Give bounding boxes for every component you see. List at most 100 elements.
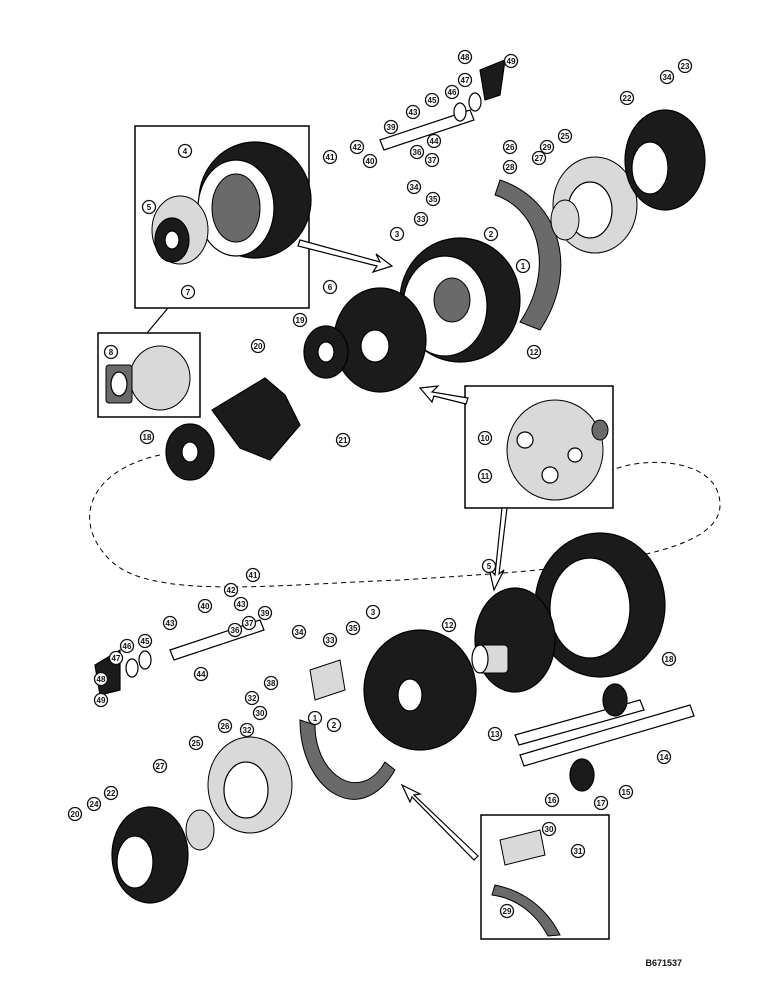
callout-label: 34 <box>295 628 304 637</box>
callout-c-21a: 21 <box>335 432 351 448</box>
callout-label: 33 <box>326 636 335 645</box>
callout-c-6a: 6 <box>322 279 338 295</box>
callout-label: 43 <box>237 600 246 609</box>
callout-label: 20 <box>254 342 263 351</box>
callout-c-37a: 37 <box>424 152 440 168</box>
callout-bubble <box>487 726 503 742</box>
callout-bubble <box>541 821 557 837</box>
callout-bubble <box>307 710 323 726</box>
callout-c-20b: 20 <box>67 806 83 822</box>
callout-label: 39 <box>261 609 270 618</box>
callout-bubble <box>656 749 672 765</box>
callout-bubble <box>162 615 178 631</box>
callout-label: 28 <box>506 163 515 172</box>
callout-c-47b: 47 <box>108 650 124 666</box>
callout-c-40b: 40 <box>197 598 213 614</box>
callout-c-35b: 35 <box>345 620 361 636</box>
callout-bubble <box>67 806 83 822</box>
callout-label: 15 <box>622 788 631 797</box>
callout-label: 27 <box>156 762 165 771</box>
callout-c-46a: 46 <box>444 84 460 100</box>
callout-label: 25 <box>561 132 570 141</box>
callout-c-41a: 41 <box>322 149 338 165</box>
callout-bubble <box>424 92 440 108</box>
callout-c-7a: 7 <box>180 284 196 300</box>
callout-label: 32 <box>243 726 252 735</box>
inset-frame-planet-carrier <box>464 385 614 509</box>
callout-bubble <box>137 633 153 649</box>
callout-label: 44 <box>197 670 206 679</box>
callout-c-31a: 31 <box>570 843 586 859</box>
callout-label: 37 <box>245 619 254 628</box>
callout-bubble <box>477 468 493 484</box>
callout-c-23a: 23 <box>677 58 693 74</box>
callout-c-24a: 24 <box>86 796 102 812</box>
callout-bubble <box>557 128 573 144</box>
callout-bubble <box>677 58 693 74</box>
clutch-drum-inset-part-4 <box>197 141 312 259</box>
callout-label: 49 <box>97 696 106 705</box>
callout-label: 39 <box>387 123 396 132</box>
callout-bubble <box>291 624 307 640</box>
callout-c-20a: 20 <box>250 338 266 354</box>
callout-label: 48 <box>97 675 106 684</box>
dashed-assembly-loop <box>89 454 721 588</box>
callout-label: 37 <box>428 156 437 165</box>
callout-c-8a: 8 <box>103 344 119 360</box>
callout-bubble <box>426 133 442 149</box>
callout-bubble <box>659 69 675 85</box>
arrow-band-to-assembly <box>400 783 479 861</box>
callout-c-3b: 3 <box>365 604 381 620</box>
callout-bubble <box>322 279 338 295</box>
callout-bubble <box>152 758 168 774</box>
callout-bubble <box>322 149 338 165</box>
callout-label: 35 <box>429 195 438 204</box>
callout-c-25b: 25 <box>188 735 204 751</box>
callout-label: 20 <box>71 810 80 819</box>
callout-label: 21 <box>339 436 348 445</box>
callout-label: 31 <box>574 847 583 856</box>
callout-c-44a: 44 <box>426 133 442 149</box>
callout-label: 40 <box>201 602 210 611</box>
callout-c-45a: 45 <box>424 92 440 108</box>
callout-c-29b: 29 <box>499 903 515 919</box>
callout-bubble <box>335 432 351 448</box>
callout-label: 43 <box>166 619 175 628</box>
hub-gear-inset-part-5 <box>151 195 209 265</box>
callout-label: 26 <box>506 143 515 152</box>
callout-label: 3 <box>371 608 376 617</box>
spider-part-20 <box>211 377 301 461</box>
callout-c-34a: 34 <box>659 69 675 85</box>
upper-bearing-retainer-part-27 <box>550 199 580 241</box>
lower-bearing-retainer-part-27 <box>185 809 215 851</box>
callout-c-37b: 37 <box>241 615 257 631</box>
callout-label: 2 <box>332 721 337 730</box>
callout-c-19a: 19 <box>292 312 308 328</box>
arrow-carrier-to-gear <box>418 385 469 405</box>
callout-c-44b: 44 <box>193 666 209 682</box>
callout-label: 48 <box>461 53 470 62</box>
callout-c-29a: 29 <box>539 139 555 155</box>
callout-label: 23 <box>681 62 690 71</box>
callout-label: 13 <box>491 730 500 739</box>
callout-bubble <box>526 344 542 360</box>
callout-c-36b: 36 <box>227 622 243 638</box>
callout-label: 42 <box>353 143 362 152</box>
callout-c-42a: 42 <box>349 139 365 155</box>
callout-bubble <box>661 651 677 667</box>
callout-c-33a: 33 <box>413 211 429 227</box>
callout-bubble <box>531 150 547 166</box>
callout-bubble <box>539 139 555 155</box>
callout-c-22b: 22 <box>103 785 119 801</box>
callout-c-1b: 1 <box>307 710 323 726</box>
callout-bubble <box>499 903 515 919</box>
callout-label: 11 <box>481 472 490 481</box>
callout-c-45b: 45 <box>137 633 153 649</box>
callout-c-17a: 17 <box>593 795 609 811</box>
callout-label: 18 <box>665 655 674 664</box>
callout-bubble <box>441 617 457 633</box>
callout-bubble <box>217 718 233 734</box>
callout-label: 19 <box>296 316 305 325</box>
callout-bubble <box>406 179 422 195</box>
